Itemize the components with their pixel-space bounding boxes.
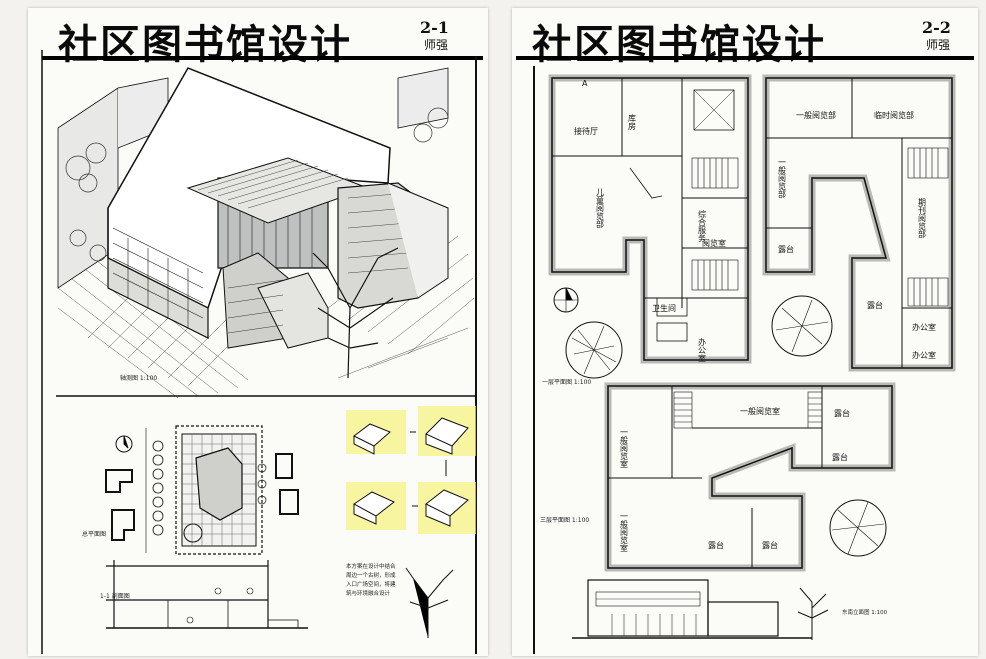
west-facade — [107, 208, 209, 339]
sheet-number: 2-1 — [420, 18, 449, 37]
room-reading-lower: 一般阅览室 — [620, 512, 629, 552]
tree-plan-2 — [771, 295, 833, 357]
sheet-title: 社区图书馆设计 — [58, 21, 352, 68]
concept-step-4 — [425, 489, 469, 527]
site-plan — [105, 425, 299, 555]
room-general-reading-3: 一般阅览室 — [740, 406, 780, 416]
room-terrace-b3: 露台 — [832, 452, 848, 462]
tree-plan-3 — [829, 499, 887, 557]
note-line-1: 本方案在设计中结合 — [346, 562, 396, 570]
room-reading-left: 一般阅览室 — [620, 428, 629, 468]
sheet-1-drawings: 轴测图 1:100 — [41, 50, 483, 654]
floor-1-plan — [548, 74, 752, 379]
sketch-tree — [405, 567, 454, 638]
room-temp-reading: 临时阅览部 — [874, 110, 914, 120]
axon-scale-label: 轴测图 1:100 — [120, 374, 157, 382]
note-line-3: 入口广场空间，将建 — [346, 580, 396, 588]
room-reading-b: 一般阅览部 — [778, 158, 787, 199]
concept-step-2 — [425, 417, 469, 455]
old-tree — [312, 247, 399, 379]
room-terrace: 露台 — [778, 244, 794, 254]
room-reception: 接待厅 — [574, 126, 598, 136]
sheet-2-drawings: 接待厅 库房 儿童阅览部 综合服务 阅览室 办公室 卫生间 A 一层平面图 1:… — [516, 56, 974, 654]
design-notes: 本方案在设计中结合 周边一个古树，形成 入口广场空间，将建 筑与环境融合设计 — [346, 562, 396, 597]
sheet-2-2: 社区图书馆设计 2-2 师强 — [512, 8, 978, 656]
svg-text:总平面图: 总平面图 — [82, 530, 106, 538]
section-drawing — [106, 560, 308, 629]
room-office-b: 办公室 — [912, 350, 936, 360]
svg-text:1-1 剖面图: 1-1 剖面图 — [100, 592, 130, 600]
room-terrace-b: 露台 — [867, 300, 883, 310]
stair-icon — [691, 157, 739, 291]
building-footprint — [195, 447, 243, 521]
concept-diagrams — [346, 406, 476, 534]
section-marker: A — [582, 79, 588, 88]
room-terrace-a: 露台 — [834, 408, 850, 418]
axonometric-view — [57, 67, 475, 399]
concept-step-3 — [353, 491, 395, 525]
elevation-label: 东南立面图 1:100 — [842, 608, 888, 616]
room-study: 阅览室 — [702, 238, 726, 248]
note-line-2: 周边一个古树，形成 — [346, 571, 396, 579]
svg-text:三层平面图 1:100: 三层平面图 1:100 — [540, 517, 589, 524]
floor-3-plan — [604, 382, 896, 572]
room-office-lower: 办公室 — [698, 337, 707, 362]
sheet-number: 2-2 — [922, 18, 951, 37]
author-signature: 师强 — [926, 38, 951, 52]
svg-text:一层平面图 1:100: 一层平面图 1:100 — [542, 379, 591, 386]
room-general-service: 综合服务 — [698, 209, 707, 243]
room-office-a: 办公室 — [912, 322, 936, 332]
room-periodicals: 期刊阅览部 — [918, 198, 927, 239]
room-toilet: 卫生间 — [652, 303, 676, 313]
sheet-title: 社区图书馆设计 — [532, 21, 826, 68]
room-terrace-c: 露台 — [708, 540, 724, 550]
note-line-4: 筑与环境融合设计 — [346, 589, 391, 597]
author-signature: 师强 — [424, 38, 449, 52]
site-boundary — [175, 425, 263, 555]
concept-step-1 — [353, 423, 391, 455]
room-kids-reading: 儿童阅览部 — [596, 188, 605, 229]
sheet-2-1: 社区图书馆设计 2-1 师强 — [28, 8, 488, 656]
room-general-reading: 一般阅览部 — [796, 110, 836, 120]
floor-2-plan — [762, 74, 956, 372]
elevation-drawing — [572, 579, 829, 640]
tree-plan — [565, 321, 623, 379]
room-terrace-d: 露台 — [762, 540, 778, 550]
room-storage: 库房 — [628, 113, 637, 131]
